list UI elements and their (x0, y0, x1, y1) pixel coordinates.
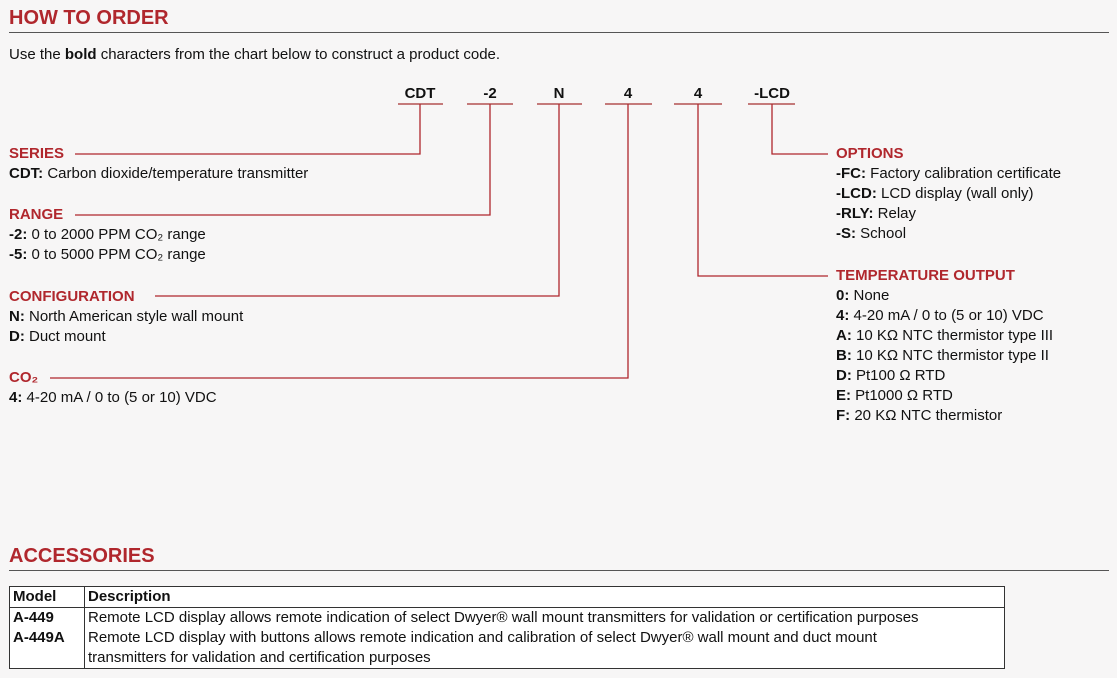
how-to-order-heading: HOW TO ORDER (9, 7, 169, 29)
group-label: CONFIGURATION (9, 288, 135, 305)
option-item: E: Pt1000 Ω RTD (836, 387, 953, 404)
option-group: RANGE -2: 0 to 2000 PPM CO₂ range -5: 0 to… (9, 205, 206, 265)
option-item: -FC: Factory calibration certificate (836, 165, 1062, 182)
option-group: OPTIONS -FC: Factory calibration certific… (836, 144, 1061, 244)
col-description: Description (84, 586, 1005, 608)
option-item: B: 10 KΩ NTC thermistor type II (836, 347, 1049, 364)
option-group: CONFIGURATION N: North American style wal… (9, 287, 243, 347)
option-item: -LCD: LCD display (wall only) (836, 185, 1034, 202)
option-item: 4: 4-20 mA / 0 to (5 or 10) VDC (9, 389, 217, 406)
col-model: Model (9, 586, 85, 608)
code-configuration: N (553, 85, 565, 102)
intro-text: Use the bold characters from the chart b… (9, 46, 501, 63)
option-group: TEMPERATURE OUTPUT 0: None 4: 4-20 mA / 0 … (836, 266, 1053, 426)
code-range: -2 (483, 85, 497, 102)
code-temperature: 4 (693, 85, 703, 102)
group-label: OPTIONS (836, 145, 904, 162)
option-item: 4: 4-20 mA / 0 to (5 or 10) VDC (836, 307, 1044, 324)
divider (9, 32, 1109, 33)
option-group: SERIES CDT: Carbon dioxide/temperature tr… (9, 144, 308, 184)
group-label: TEMPERATURE OUTPUT (836, 267, 1015, 284)
code-series: CDT (404, 85, 436, 102)
option-item: CDT: Carbon dioxide/temperature transmit… (9, 165, 309, 182)
option-item: D: Pt100 Ω RTD (836, 367, 946, 384)
option-item: A: 10 KΩ NTC thermistor type III (836, 327, 1054, 344)
option-item: -RLY: Relay (836, 205, 917, 222)
group-label: CO₂ (9, 369, 39, 386)
option-item: N: North American style wall mount (9, 308, 244, 325)
code-co2: 4 (623, 85, 633, 102)
accessories-heading: ACCESSORIES (9, 545, 155, 567)
option-item: F: 20 KΩ NTC thermistor (836, 407, 1003, 424)
group-label: RANGE (9, 206, 64, 223)
option-group: CO₂ 4: 4-20 mA / 0 to (5 or 10) VDC (9, 368, 217, 408)
group-label: SERIES (9, 145, 65, 162)
option-item: -2: 0 to 2000 PPM CO₂ range (9, 226, 206, 243)
option-item: -5: 0 to 5000 PPM CO₂ range (9, 246, 206, 263)
code-options: -LCD (754, 85, 790, 102)
option-item: 0: None (836, 287, 890, 304)
option-item: D: Duct mount (9, 328, 106, 345)
divider (9, 570, 1109, 571)
option-item: -S: School (836, 225, 907, 242)
